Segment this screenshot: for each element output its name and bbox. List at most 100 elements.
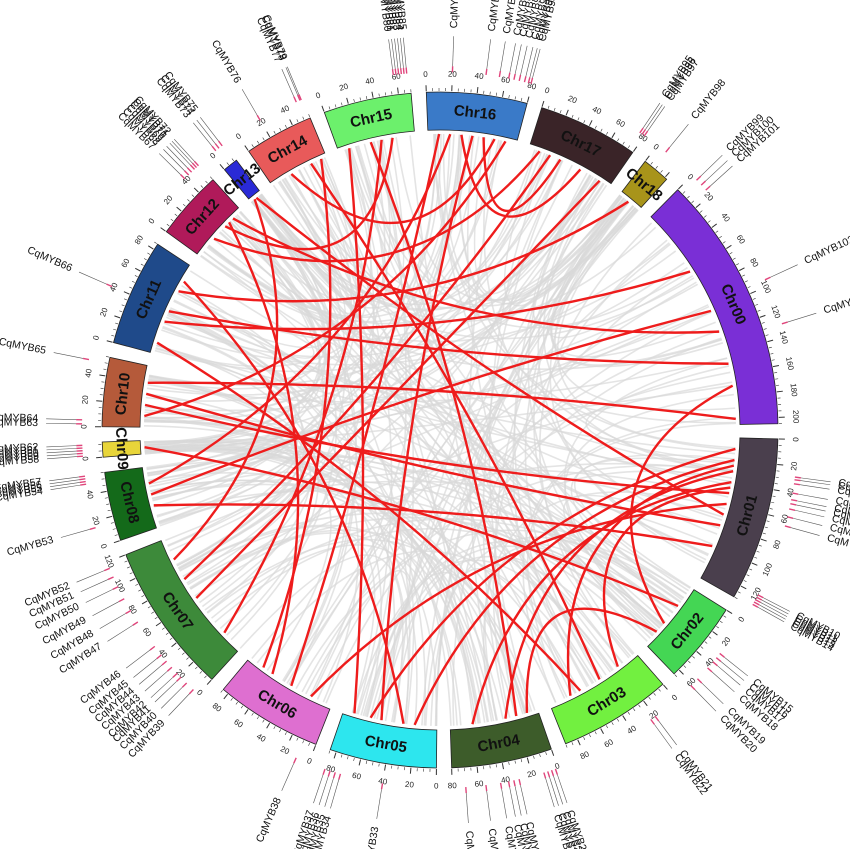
gene-marker <box>338 773 342 780</box>
gene-leader <box>196 119 216 144</box>
tick-mark <box>551 749 555 756</box>
gene-leader <box>658 720 677 746</box>
gene-marker <box>696 678 703 684</box>
tick-mark <box>645 155 650 161</box>
tick-mark <box>143 258 147 261</box>
tick-mark <box>771 359 775 361</box>
tick-mark <box>707 220 711 223</box>
gene-leader <box>800 477 831 483</box>
gray-link <box>314 161 475 725</box>
tick-mark <box>772 365 780 368</box>
tick-mark <box>170 218 174 222</box>
tick-mark <box>696 651 702 656</box>
tick-mark <box>262 719 265 723</box>
tick-label: 0 <box>147 216 157 225</box>
tick-mark <box>129 577 136 582</box>
tick-label: 100 <box>759 279 773 295</box>
gray-link <box>173 200 331 349</box>
tick-mark <box>749 568 753 571</box>
tick-mark <box>762 532 766 535</box>
gene-marker <box>402 67 405 74</box>
tick-mark <box>742 274 745 277</box>
tick-mark <box>508 761 510 765</box>
gene-marker <box>485 784 488 792</box>
tick-mark <box>121 304 125 307</box>
gray-link <box>155 140 391 368</box>
tick-mark <box>138 589 142 592</box>
tick-mark <box>565 744 568 748</box>
gene-leader <box>796 504 826 512</box>
tick-mark <box>715 230 719 233</box>
gene-leader <box>53 352 84 359</box>
tick-mark <box>193 187 199 193</box>
tick-mark <box>771 501 775 504</box>
tick-label: 0 <box>652 142 661 152</box>
red-link <box>228 221 300 675</box>
gene-marker <box>641 129 646 135</box>
gray-link <box>482 160 564 719</box>
red-link <box>504 469 734 719</box>
tick-mark <box>617 138 620 142</box>
tick-mark <box>106 503 110 505</box>
gene-leader <box>107 624 133 642</box>
gene-leader <box>486 39 491 70</box>
tick-mark <box>302 740 305 744</box>
tick-mark <box>256 716 260 720</box>
tick-mark <box>763 328 767 330</box>
gene-leader <box>501 788 507 819</box>
gene-label: CqMYB84 <box>389 0 406 31</box>
tick-mark <box>773 489 780 492</box>
gray-link <box>162 325 304 547</box>
tick-mark <box>776 390 783 393</box>
tick-mark <box>341 102 343 106</box>
tick-label: 20 <box>279 744 291 756</box>
tick-mark <box>752 298 756 300</box>
tick-mark <box>744 280 748 283</box>
tick-mark <box>244 145 249 151</box>
red-link <box>173 198 279 561</box>
tick-mark <box>747 286 751 289</box>
chromosome-chr03 <box>550 655 664 745</box>
gene-marker <box>752 603 759 608</box>
tick-mark <box>384 764 387 771</box>
tick-label: 60 <box>232 717 245 730</box>
red-link <box>232 217 720 334</box>
gene-leader <box>701 682 724 705</box>
tick-mark <box>520 759 523 763</box>
gray-link <box>169 251 315 359</box>
gray-link <box>286 243 671 684</box>
tick-mark <box>759 314 766 318</box>
tick-label: 20 <box>648 708 661 721</box>
gray-link <box>156 152 546 518</box>
tick-label: 80 <box>526 81 537 92</box>
gene-label: CqMYB65 <box>0 336 47 357</box>
tick-mark <box>99 374 106 377</box>
gray-link <box>214 527 657 634</box>
gene-leader <box>99 613 126 629</box>
gene-marker <box>784 525 791 529</box>
tick-label: 60 <box>391 72 401 82</box>
tick-mark <box>583 120 586 124</box>
chromosome-chr10 <box>101 356 148 428</box>
gene-leader <box>787 312 817 323</box>
gene-marker <box>764 276 771 281</box>
tick-mark <box>372 762 374 766</box>
tick-mark <box>409 767 412 774</box>
tick-mark <box>273 130 276 134</box>
tick-mark <box>359 97 361 101</box>
tick-label: 0 <box>234 131 243 141</box>
tick-mark <box>600 728 604 735</box>
chromosome-chr18 <box>621 160 668 209</box>
gray-link <box>295 529 688 690</box>
gray-link <box>166 314 452 726</box>
gray-link <box>144 446 691 589</box>
gene-marker <box>218 140 223 147</box>
tick-mark <box>105 356 109 358</box>
gene-leader <box>281 763 295 791</box>
gray-link <box>574 457 735 592</box>
red-link <box>150 309 712 496</box>
chromosome-chr01 <box>700 437 779 598</box>
tick-mark <box>712 631 718 636</box>
gene-marker <box>191 162 198 169</box>
gene-leader <box>376 789 382 819</box>
